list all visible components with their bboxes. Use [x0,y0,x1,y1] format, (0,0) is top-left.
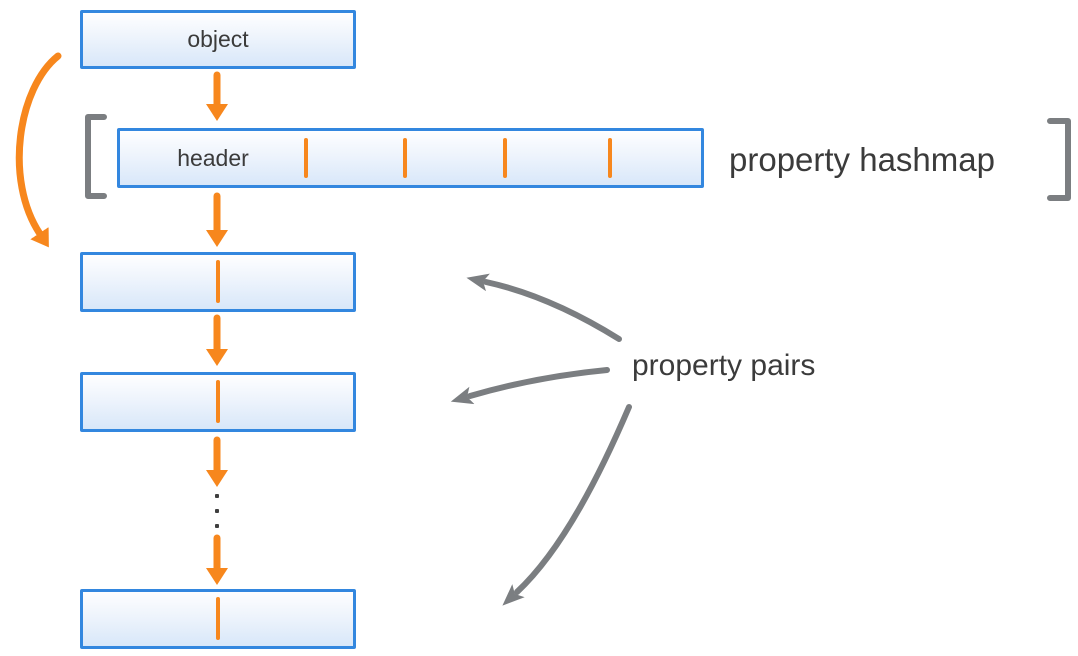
pairs-arrow-middle-icon [450,367,610,405]
vertical-ellipsis-icon [215,494,219,528]
hashmap-header-box: header [117,128,704,188]
ellipsis-dot [215,494,219,498]
hashmap-slot-divider [304,138,308,178]
pair-divider [216,597,220,640]
hashmap-caption: property hashmap [729,141,995,178]
object-box-label: object [187,26,249,52]
ellipsis-dot [215,509,219,513]
pairs-arrow-bottom-icon [502,404,632,606]
object-box: object [80,10,356,69]
property-pairs-caption: property pairs [632,349,816,382]
pair-divider [216,260,220,303]
hashmap-slot-divider [403,138,407,178]
pair-divider [216,380,220,423]
pairs-arrow-top-icon [466,273,622,342]
hashmap-slot-divider [503,138,507,178]
hashmap-slot-divider [608,138,612,178]
ellipsis-dot [215,524,219,528]
property-pair-box-1 [80,252,356,312]
hashmap-header-label: header [177,144,249,171]
property-pair-box-2 [80,372,356,432]
bracket-left-icon [85,114,107,199]
bracket-right-icon [1047,118,1071,201]
arrow-object-to-first-pair-curved-icon [15,52,62,248]
property-pair-box-3 [80,589,356,649]
